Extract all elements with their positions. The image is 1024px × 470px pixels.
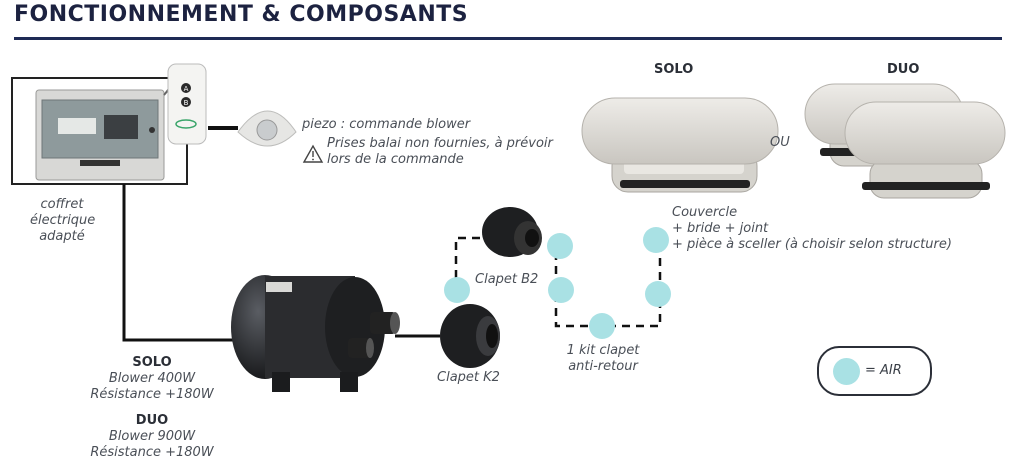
remote-button-b: B	[184, 99, 189, 107]
piezo-label: piezo : commande blower	[302, 117, 470, 133]
air-dot	[643, 227, 669, 253]
solo-lid-label: SOLO	[654, 62, 693, 78]
air-dot	[444, 277, 470, 303]
air-dot	[548, 277, 574, 303]
air-dot	[645, 281, 671, 307]
ou-label: OU	[770, 135, 790, 151]
lid-duo-front	[845, 102, 1005, 198]
warning-triangle-icon	[304, 146, 322, 162]
clapet-k2-label: Clapet K2	[437, 370, 500, 386]
lid-solo	[582, 98, 778, 192]
air-dot	[589, 313, 615, 339]
clapet-b2-label: Clapet B2	[475, 272, 538, 288]
air-dot	[547, 233, 573, 259]
duo-blower-spec: DUO Blower 900W Résistance +180W	[82, 413, 222, 461]
air-legend: = AIR	[817, 346, 932, 396]
solo-blower-spec: SOLO Blower 400W Résistance +180W	[82, 355, 222, 403]
remote-button-a: A	[184, 85, 189, 93]
air-legend-dot	[833, 358, 860, 385]
duo-lid-label: DUO	[887, 62, 919, 78]
blower-motor	[231, 275, 400, 392]
electrical-cabinet	[36, 90, 164, 180]
clapet-b2-valve	[482, 207, 542, 257]
piezo-button	[238, 111, 296, 146]
air-legend-label: = AIR	[865, 363, 902, 378]
couvercle-label: Couvercle+ bride + joint+ pièce à scelle…	[672, 205, 952, 253]
clapet-k2-valve	[440, 304, 500, 368]
